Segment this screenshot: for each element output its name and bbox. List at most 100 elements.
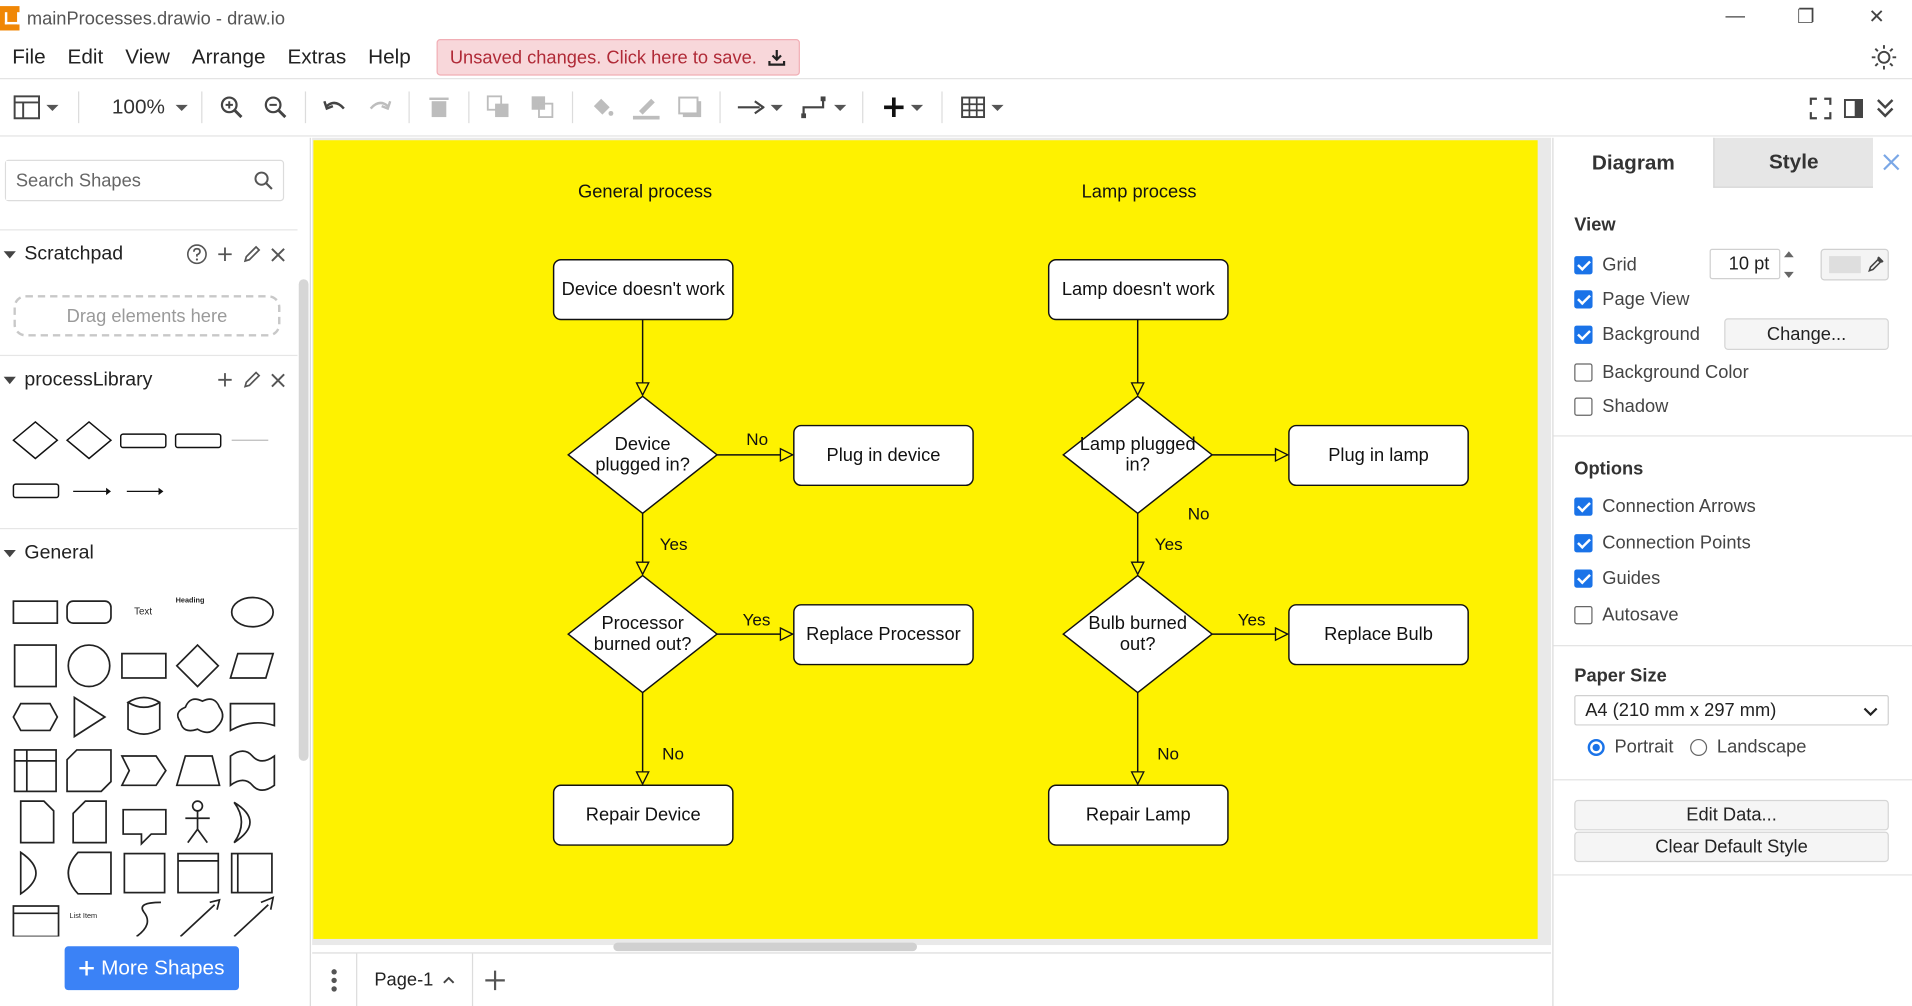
lamp-process-title[interactable]: Lamp process <box>1081 181 1197 203</box>
menu-edit[interactable]: Edit <box>67 45 104 69</box>
node-repair-device[interactable] <box>552 784 734 846</box>
close-icon[interactable] <box>271 373 286 388</box>
autosave-option[interactable]: Autosave <box>1574 605 1679 626</box>
edge-label-no[interactable]: No <box>662 743 684 764</box>
diagram-shapes[interactable] <box>313 140 1537 939</box>
sun-theme-icon[interactable] <box>1871 44 1898 71</box>
general-shapes[interactable] <box>0 583 298 937</box>
grid-color-button[interactable] <box>1820 248 1889 281</box>
scratchpad-header[interactable]: Scratchpad <box>0 229 298 278</box>
scratchpad-drop-zone[interactable]: Drag elements here <box>13 295 281 337</box>
node-replace-processor[interactable] <box>793 604 974 666</box>
edge-label-yes[interactable]: Yes <box>1237 609 1266 630</box>
search-shapes-input[interactable] <box>6 160 238 200</box>
edge-label-no[interactable]: No <box>746 429 769 449</box>
close-panel-icon[interactable] <box>1883 154 1900 171</box>
menu-file[interactable]: File <box>12 45 46 69</box>
node-plug-in-device[interactable] <box>793 424 974 487</box>
grid-option[interactable]: Grid <box>1574 255 1637 276</box>
guides-option[interactable]: Guides <box>1574 568 1660 589</box>
edit-data-button[interactable]: Edit Data... <box>1574 799 1889 831</box>
node-bulb-burned-out[interactable] <box>1062 574 1214 694</box>
format-panel-button[interactable] <box>0 78 71 137</box>
tab-diagram[interactable]: Diagram <box>1591 150 1675 174</box>
panel-toggle-icon[interactable] <box>1843 99 1864 119</box>
help-icon[interactable] <box>186 244 208 265</box>
checkbox[interactable] <box>1574 569 1593 588</box>
connection-points-option[interactable]: Connection Points <box>1574 533 1751 554</box>
page-tab-page-1[interactable]: Page-1 <box>356 952 474 1006</box>
checkbox[interactable] <box>1574 606 1593 625</box>
grid-size-input[interactable]: 10 pt <box>1709 248 1781 280</box>
redo-button[interactable] <box>357 78 401 137</box>
shadow-button[interactable] <box>668 78 712 137</box>
checkbox[interactable] <box>1574 256 1593 275</box>
zoom-in-button[interactable] <box>210 78 254 137</box>
checkbox[interactable] <box>1574 534 1593 553</box>
menu-extras[interactable]: Extras <box>287 45 347 69</box>
process-library-shapes[interactable] <box>0 412 298 510</box>
table-button[interactable] <box>950 78 1013 137</box>
pencil-icon[interactable] <box>243 371 261 389</box>
zoom-dropdown[interactable]: 100% <box>87 78 194 137</box>
menu-view[interactable]: View <box>125 45 170 69</box>
unsaved-changes-button[interactable]: Unsaved changes. Click here to save. <box>436 39 800 76</box>
to-front-button[interactable] <box>477 78 521 137</box>
page-view-option[interactable]: Page View <box>1574 289 1689 310</box>
canvas-horizontal-scrollbar[interactable] <box>613 942 917 952</box>
radio-button[interactable] <box>1690 738 1708 756</box>
shadow-option[interactable]: Shadow <box>1574 396 1668 417</box>
line-color-button[interactable] <box>624 78 668 137</box>
minimize-button[interactable]: — <box>1725 6 1745 27</box>
checkbox[interactable] <box>1574 325 1593 344</box>
diagram-canvas[interactable]: General process Lamp process Device does… <box>312 137 1552 946</box>
general-process-title[interactable]: General process <box>577 181 713 203</box>
portrait-option[interactable]: Portrait <box>1587 737 1673 757</box>
checkbox[interactable] <box>1574 497 1593 516</box>
plus-icon[interactable] <box>217 372 233 388</box>
edge-label-yes[interactable]: Yes <box>1154 534 1183 554</box>
background-option[interactable]: Background <box>1574 324 1700 345</box>
insert-button[interactable] <box>871 78 934 137</box>
node-plug-in-lamp[interactable] <box>1288 424 1469 487</box>
add-page-button[interactable] <box>474 953 518 1006</box>
landscape-option[interactable]: Landscape <box>1690 737 1806 757</box>
restore-button[interactable]: ❐ <box>1797 7 1815 29</box>
waypoints-button[interactable] <box>791 78 854 137</box>
diagram-page[interactable]: General process Lamp process Device does… <box>313 140 1538 939</box>
connection-arrows-option[interactable]: Connection Arrows <box>1574 496 1756 517</box>
change-background-button[interactable]: Change... <box>1724 318 1889 350</box>
clear-default-style-button[interactable]: Clear Default Style <box>1574 831 1889 863</box>
node-replace-bulb[interactable] <box>1288 604 1469 666</box>
fullscreen-icon[interactable] <box>1809 97 1832 120</box>
menu-arrange[interactable]: Arrange <box>191 45 266 69</box>
pages-menu-button[interactable] <box>312 953 356 1006</box>
radio-button[interactable] <box>1587 738 1605 756</box>
undo-button[interactable] <box>313 78 357 137</box>
delete-button[interactable] <box>417 78 461 137</box>
close-icon[interactable] <box>271 247 286 262</box>
paper-size-select[interactable]: A4 (210 mm x 297 mm) <box>1574 695 1889 726</box>
plus-icon[interactable] <box>217 246 233 262</box>
tab-style[interactable]: Style <box>1713 137 1873 188</box>
edge-label-yes[interactable]: Yes <box>742 609 771 630</box>
fill-color-button[interactable] <box>580 78 624 137</box>
to-back-button[interactable] <box>521 78 565 137</box>
general-header[interactable]: General <box>0 528 298 577</box>
collapse-icon[interactable] <box>1875 98 1895 120</box>
zoom-out-button[interactable] <box>254 78 298 137</box>
connection-style-button[interactable] <box>728 78 791 137</box>
sidebar-scrollbar[interactable] <box>298 279 309 761</box>
checkbox[interactable] <box>1574 397 1593 416</box>
more-shapes-button[interactable]: More Shapes <box>64 946 240 991</box>
menu-help[interactable]: Help <box>368 45 411 69</box>
background-color-option[interactable]: Background Color <box>1574 362 1749 383</box>
node-processor-burned-out[interactable] <box>567 574 719 694</box>
edge-label-no[interactable]: No <box>1187 503 1210 524</box>
search-icon[interactable] <box>254 171 274 191</box>
edge-label-yes[interactable]: Yes <box>659 534 688 554</box>
checkbox[interactable] <box>1574 290 1593 309</box>
grid-size-stepper[interactable] <box>1782 251 1797 279</box>
edge-label-no[interactable]: No <box>1157 743 1180 764</box>
pencil-icon[interactable] <box>243 245 261 263</box>
